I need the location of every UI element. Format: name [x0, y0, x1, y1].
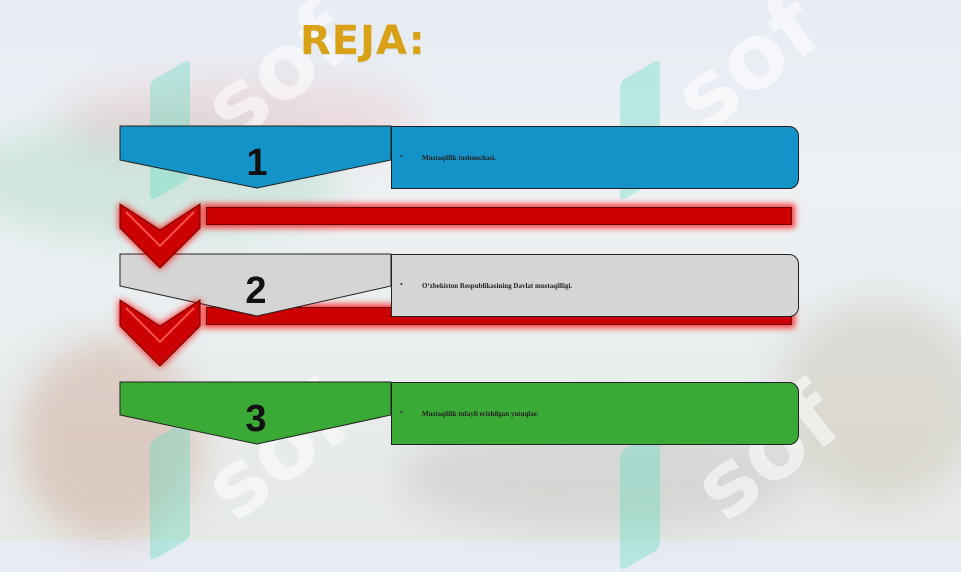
down-arrow-icon-1: [119, 203, 201, 269]
bullet-icon: •: [400, 280, 403, 289]
connector-bar-1: [206, 207, 792, 225]
bg-statue: [780, 300, 961, 500]
item-3-number: 3: [245, 398, 267, 440]
bg-monument: [20, 340, 200, 540]
down-arrow-icon-2: [119, 299, 201, 367]
item-2-text: O‘zbekiston Respublikasining Davlat must…: [422, 282, 573, 290]
item-2-panel: • O‘zbekiston Respublikasining Davlat mu…: [391, 254, 799, 317]
item-1-chevron: [119, 125, 392, 189]
item-1-number: 1: [246, 142, 268, 184]
item-2-number: 2: [245, 270, 267, 312]
bullet-icon: •: [400, 408, 403, 417]
item-1-panel: • Mustaqillik tushunchasi.: [391, 126, 799, 189]
chevron-shapes: [119, 125, 392, 445]
item-1-text: Mustaqillik tushunchasi.: [422, 154, 496, 162]
item-3-text: Mustaqillik tufayli erishilgan yutuqlar.: [422, 410, 539, 418]
slide-title: REJA:: [300, 18, 426, 64]
item-2-chevron: [119, 253, 392, 317]
item-3-chevron: [119, 381, 392, 445]
bullet-icon: •: [400, 152, 403, 161]
item-3-panel: • Mustaqillik tufayli erishilgan yutuqla…: [391, 382, 799, 445]
